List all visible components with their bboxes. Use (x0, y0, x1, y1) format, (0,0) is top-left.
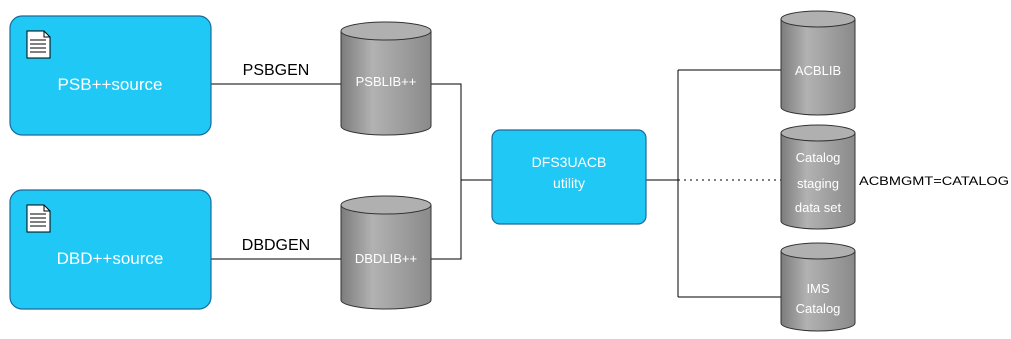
acblib-label: ACBLIB (795, 63, 841, 78)
dbd-source-label: DBD++source (57, 249, 164, 268)
dbdlib-cylinder: DBDLIB++ (340, 195, 432, 310)
psbgen-label: PSBGEN (243, 62, 310, 79)
psb-source-box: PSB++source (9, 15, 212, 136)
connector-psblib-to-utility (431, 83, 492, 181)
ims-catalog-cylinder: IMS Catalog (780, 242, 856, 332)
dbd-source-box: DBD++source (9, 189, 212, 310)
staging-dataset-cylinder: Catalog staging data set (780, 124, 856, 230)
utility-box: DFS3UACB utility (491, 129, 647, 225)
connector-dbdlib-to-utility (431, 180, 462, 260)
psblib-cylinder: PSBLIB++ (340, 21, 432, 136)
connectors (211, 69, 781, 298)
ims-catalog-label-line1: IMS (806, 281, 829, 296)
document-icon (26, 204, 51, 233)
acblib-cylinder: ACBLIB (780, 10, 856, 116)
psb-source-label: PSB++source (58, 75, 163, 94)
dbdgen-label: DBDGEN (242, 237, 310, 254)
utility-label-line2: utility (553, 175, 585, 191)
dbdlib-label: DBDLIB++ (355, 251, 417, 266)
staging-label-line3: data set (795, 200, 842, 215)
document-icon (26, 30, 51, 59)
psblib-label: PSBLIB++ (356, 74, 417, 89)
staging-label-line2: staging (797, 176, 839, 191)
utility-label-line1: DFS3UACB (532, 154, 607, 170)
acbmgmt-annotation: ACBMGMT=CATALOG (859, 174, 1009, 188)
staging-label-line1: Catalog (796, 150, 841, 165)
ims-catalog-label-line2: Catalog (796, 301, 841, 316)
